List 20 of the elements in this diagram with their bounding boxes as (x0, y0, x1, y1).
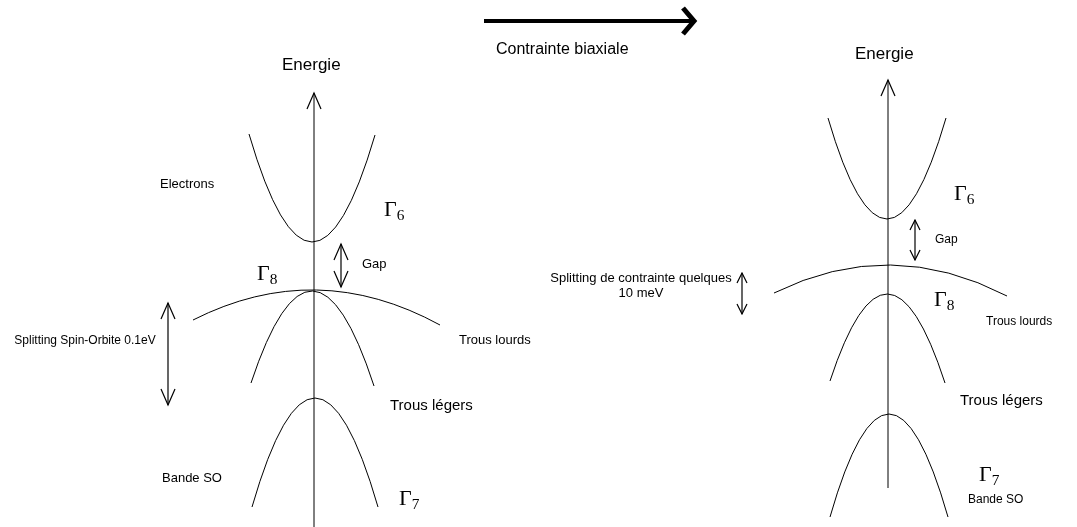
gap-label: Gap (935, 233, 958, 247)
symmetry-label: Γ$_{7}$ (399, 485, 420, 513)
caption-text: Contrainte biaxiale (496, 40, 629, 59)
band-label: Electrons (160, 177, 215, 192)
gap-label: Gap (362, 257, 387, 272)
symmetry-label: Γ$_{7}$ (979, 461, 1000, 489)
axis-label: Energie (282, 55, 341, 75)
symmetry-label: Γ$_{6}$ (954, 180, 975, 208)
splitting-label: Splitting Spin-Orbite 0.1eV (13, 334, 157, 348)
splitting-label: Splitting de contrainte quelques 10 meV (549, 271, 733, 301)
symmetry-label: Γ$_{8}$ (934, 286, 955, 314)
band-label: Bande SO (968, 493, 1024, 507)
band-label: Bande SO (162, 471, 222, 486)
band-label: Trous légers (390, 396, 473, 414)
symmetry-label: Γ$_{8}$ (257, 260, 278, 288)
band-label: Trous légers (960, 391, 1043, 409)
band-label: Trous lourds (459, 333, 531, 348)
symmetry-label: Γ$_{6}$ (384, 196, 405, 224)
band-label: Trous lourds (986, 315, 1053, 329)
axis-label: Energie (855, 44, 914, 64)
